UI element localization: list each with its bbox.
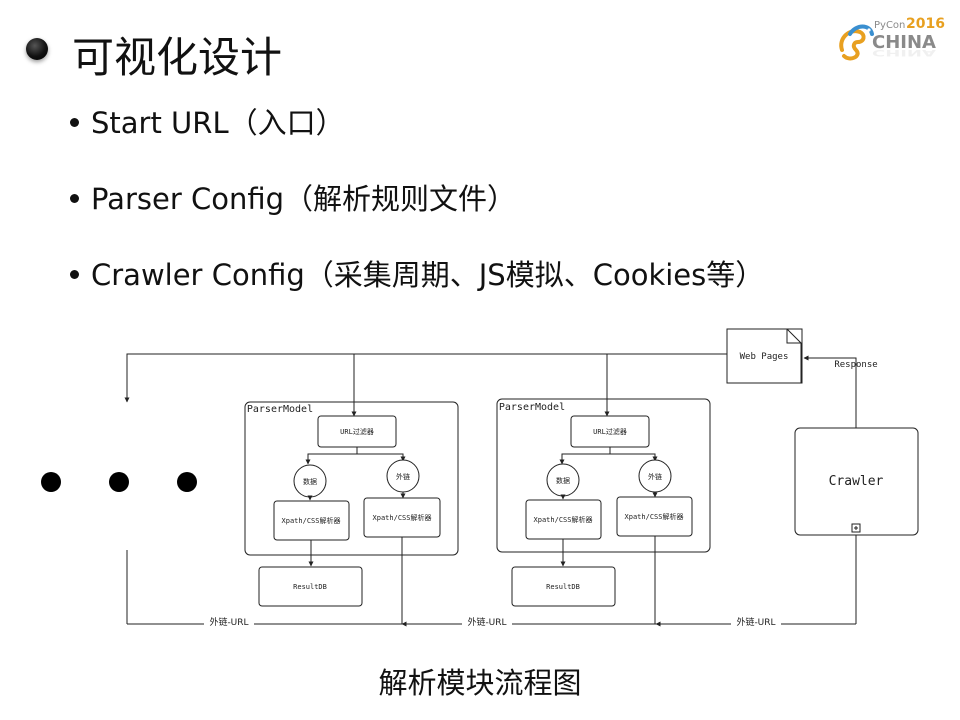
ellipsis-dot (109, 472, 129, 492)
ellipsis-dot (177, 472, 197, 492)
logo-brand: PyCon (874, 20, 905, 31)
web-pages-node (726, 328, 803, 384)
edge-label-link-url: 外链-URL (209, 616, 248, 628)
ellipsis-dot (41, 472, 61, 492)
title-bullet (26, 38, 48, 60)
parser-flow-diagram: Web Pages Response Crawler ParserModel U… (41, 328, 919, 628)
data-node-label: 数据 (556, 476, 570, 485)
logo-country: CHINA (872, 32, 936, 53)
bullet-item: Parser Config（解析规则文件） (70, 176, 764, 252)
pycon-logo: PyCon 2016 CHINA CHINA (839, 16, 945, 61)
response-line (803, 355, 857, 428)
web-pages-label: Web Pages (740, 352, 789, 362)
bullet-dot (70, 117, 79, 127)
svg-text:CHINA: CHINA (872, 47, 936, 57)
parser-model-title: ParserModel (247, 404, 313, 415)
xpath-left-label: Xpath/CSS解析器 (282, 516, 341, 525)
snake-icon (839, 24, 874, 61)
result-db-label: ResultDB (546, 583, 580, 591)
edge-label-link-url: 外链-URL (467, 616, 506, 628)
parser-model-title: ParserModel (499, 402, 565, 413)
xpath-right-label: Xpath/CSS解析器 (625, 512, 684, 521)
url-filter-label: URL过滤器 (340, 427, 374, 436)
slide-title: 可视化设计 (72, 33, 283, 82)
parser-model-2 (496, 398, 711, 553)
bullet-text: Crawler Config（采集周期、JS模拟、Cookies等） (91, 258, 765, 292)
result-db-label: ResultDB (293, 583, 327, 591)
data-node-label: 数据 (303, 477, 317, 486)
link-node-label: 外链 (648, 472, 662, 481)
bullet-text: Start URL（入口） (91, 106, 345, 140)
bullet-item: Crawler Config（采集周期、JS模拟、Cookies等） (70, 252, 764, 328)
bullet-item: Start URL（入口） (70, 100, 764, 176)
response-label: Response (834, 360, 877, 370)
crawler-label: Crawler (829, 474, 884, 489)
url-filter-label: URL过滤器 (593, 427, 627, 436)
parser-model-1 (244, 401, 459, 556)
bullet-list: Start URL（入口） Parser Config（解析规则文件） Craw… (70, 100, 764, 328)
bullet-text: Parser Config（解析规则文件） (91, 182, 517, 216)
result-db-2 (511, 566, 616, 607)
bullet-dot (70, 269, 79, 279)
diagram-caption: 解析模块流程图 (378, 666, 582, 700)
bullet-dot (70, 193, 79, 203)
link-node-label: 外链 (396, 472, 410, 481)
logo-year: 2016 (906, 16, 945, 32)
edge-label-link-url: 外链-URL (736, 616, 775, 628)
xpath-right-label: Xpath/CSS解析器 (373, 513, 432, 522)
top-feed-line (124, 353, 727, 403)
result-db-1 (258, 566, 363, 607)
xpath-left-label: Xpath/CSS解析器 (534, 515, 593, 524)
